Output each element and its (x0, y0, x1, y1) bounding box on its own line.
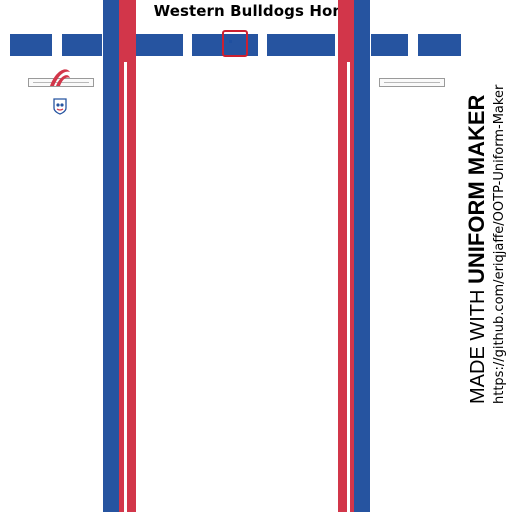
right-pant-tag (379, 78, 445, 87)
right-blue-stripe (354, 0, 370, 512)
right-tag-line (384, 82, 440, 83)
bulldogs-club-crest-icon (52, 98, 68, 115)
belt-buckle-prong (229, 40, 232, 43)
left-blue-stripe (103, 0, 119, 512)
uniform-title: Western Bulldogs Home (153, 2, 359, 20)
belt-loop-6 (371, 34, 408, 56)
right-white-pinline (347, 62, 350, 512)
credit-maker: UNIFORM MAKER (464, 94, 489, 284)
belt-buckle (222, 30, 248, 57)
left-white-pinline (124, 62, 127, 512)
credit-made-with: MADE WITH (467, 289, 489, 404)
credit-block: MADE WITH UNIFORM MAKER https://github.c… (464, 84, 512, 404)
belt-loop-4 (192, 34, 258, 56)
belt-loop-3 (136, 34, 183, 56)
belt-loop-1 (10, 34, 52, 56)
credit-url: https://github.com/eriqjaffe/OOTP-Unifor… (492, 84, 507, 404)
left-red-stripe (119, 0, 136, 512)
credit-line-brand: MADE WITH UNIFORM MAKER (464, 94, 491, 404)
credit-rotated: MADE WITH UNIFORM MAKER https://github.c… (464, 84, 512, 404)
belt-loop-2 (62, 34, 102, 56)
right-red-stripe (338, 0, 354, 512)
asics-stripe-logo-icon (46, 66, 74, 90)
belt-loop-5 (267, 34, 335, 56)
belt-loop-7 (418, 34, 461, 56)
